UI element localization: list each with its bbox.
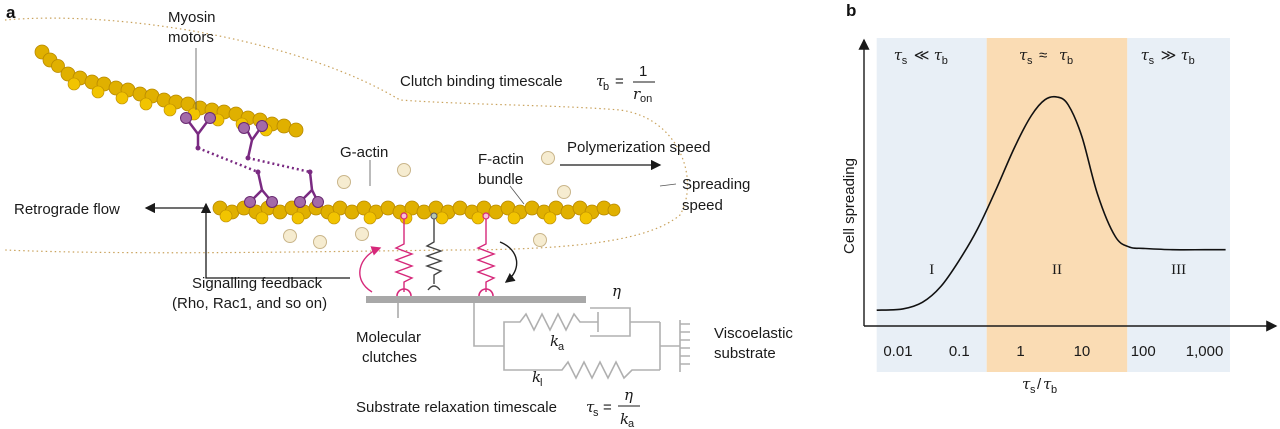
svg-text:r: r xyxy=(633,85,641,103)
svg-text:1: 1 xyxy=(639,63,647,80)
f-actin-label-line1: F-actin xyxy=(478,151,524,168)
svg-text:s: s xyxy=(1149,55,1155,67)
panel-a-label: a xyxy=(6,3,16,22)
regime-numeral: II xyxy=(1052,262,1062,278)
regime-band xyxy=(876,38,987,372)
force-arrow xyxy=(499,241,518,283)
y-axis-label: Cell spreading xyxy=(841,158,858,254)
substrate-bar xyxy=(366,296,586,303)
svg-text:τ: τ xyxy=(1141,46,1150,64)
regime-band xyxy=(1127,38,1230,372)
clutch-binding-label: Clutch binding timescale τ b = 1 r on xyxy=(400,63,655,105)
svg-text:≪: ≪ xyxy=(914,47,930,64)
viscoelastic-label-line1: Viscoelastic xyxy=(714,325,793,342)
svg-text:k: k xyxy=(620,410,629,428)
svg-text:τ: τ xyxy=(894,46,903,64)
signalling-label-line1: Signalling feedback xyxy=(192,275,323,292)
retrograde-label: Retrograde flow xyxy=(14,201,120,218)
svg-text:τ: τ xyxy=(934,46,943,64)
ka-label: k xyxy=(550,332,559,350)
f-actin-label-line2: bundle xyxy=(478,171,523,188)
kl-label: k xyxy=(532,368,541,386)
svg-text:s: s xyxy=(1030,384,1036,396)
viscoelastic-label-line2: substrate xyxy=(714,345,776,362)
svg-text:τ: τ xyxy=(596,72,605,90)
svg-text:b: b xyxy=(942,55,948,67)
svg-text:η: η xyxy=(624,386,633,404)
svg-text:a: a xyxy=(628,418,635,429)
x-tick-label: 0.01 xyxy=(883,343,912,360)
clutch-springs xyxy=(394,218,496,292)
regime-numeral: I xyxy=(929,262,934,278)
eta-label: η xyxy=(612,282,621,300)
regime-band xyxy=(986,38,1128,372)
svg-text:τ: τ xyxy=(1181,46,1190,64)
series-line xyxy=(876,95,1226,311)
myosin-label-line2: motors xyxy=(168,29,214,46)
regime-bands xyxy=(876,38,1230,372)
svg-text:b: b xyxy=(1051,384,1057,396)
svg-text:s: s xyxy=(1027,55,1033,67)
x-tick-label: 0.1 xyxy=(949,343,970,360)
svg-text:≫: ≫ xyxy=(1161,47,1177,64)
svg-text:/: / xyxy=(1037,376,1042,393)
svg-text:τ: τ xyxy=(586,398,595,416)
cell-outline xyxy=(4,17,689,254)
x-tick-label: 1 xyxy=(1016,343,1024,360)
svg-text:Clutch binding timescale: Clutch binding timescale xyxy=(400,73,563,90)
svg-text:τ: τ xyxy=(1043,375,1052,393)
panel-b-label: b xyxy=(846,1,856,20)
svg-text:=: = xyxy=(615,73,624,90)
svg-text:s: s xyxy=(593,407,599,419)
myosin-label-line1: Myosin xyxy=(168,9,216,26)
clutches-label-line1: Molecular xyxy=(356,329,421,346)
viscoelastic-circuit xyxy=(473,303,690,380)
regime-numeral: III xyxy=(1171,262,1186,278)
spreading-label-line1: Spreading xyxy=(682,176,750,193)
svg-text:b: b xyxy=(603,81,609,93)
relaxation-label: Substrate relaxation timescale τ s = η k… xyxy=(356,386,640,429)
g-actin-monomers xyxy=(283,151,571,249)
polymerization-label: Polymerization speed xyxy=(567,139,710,156)
x-tick-label: 1,000 xyxy=(1186,343,1224,360)
svg-text:τ: τ xyxy=(1022,375,1031,393)
ka-sub: a xyxy=(558,341,565,353)
x-tick-label: 100 xyxy=(1131,343,1156,360)
svg-text:τ: τ xyxy=(1059,46,1068,64)
signalling-label-line2: (Rho, Rac1, and so on) xyxy=(172,295,327,312)
g-actin-label: G-actin xyxy=(340,144,388,161)
svg-text:b: b xyxy=(1067,55,1073,67)
kl-sub: l xyxy=(540,377,542,389)
spreading-label-line2: speed xyxy=(682,197,723,214)
x-axis-label: τ s / τ b xyxy=(1022,375,1057,396)
svg-text:on: on xyxy=(640,93,652,105)
svg-text:b: b xyxy=(1189,55,1195,67)
clutches-label-line2: clutches xyxy=(362,349,417,366)
feedback-arrow xyxy=(200,202,350,279)
svg-text:s: s xyxy=(902,55,908,67)
svg-text:τ: τ xyxy=(1019,46,1028,64)
pointer-lines xyxy=(195,48,677,318)
svg-text:Substrate relaxation timescale: Substrate relaxation timescale xyxy=(356,399,557,416)
svg-text:=: = xyxy=(603,399,612,416)
svg-text:≈: ≈ xyxy=(1039,47,1047,64)
signalling-arrow xyxy=(359,246,382,293)
x-tick-label: 10 xyxy=(1074,343,1091,360)
